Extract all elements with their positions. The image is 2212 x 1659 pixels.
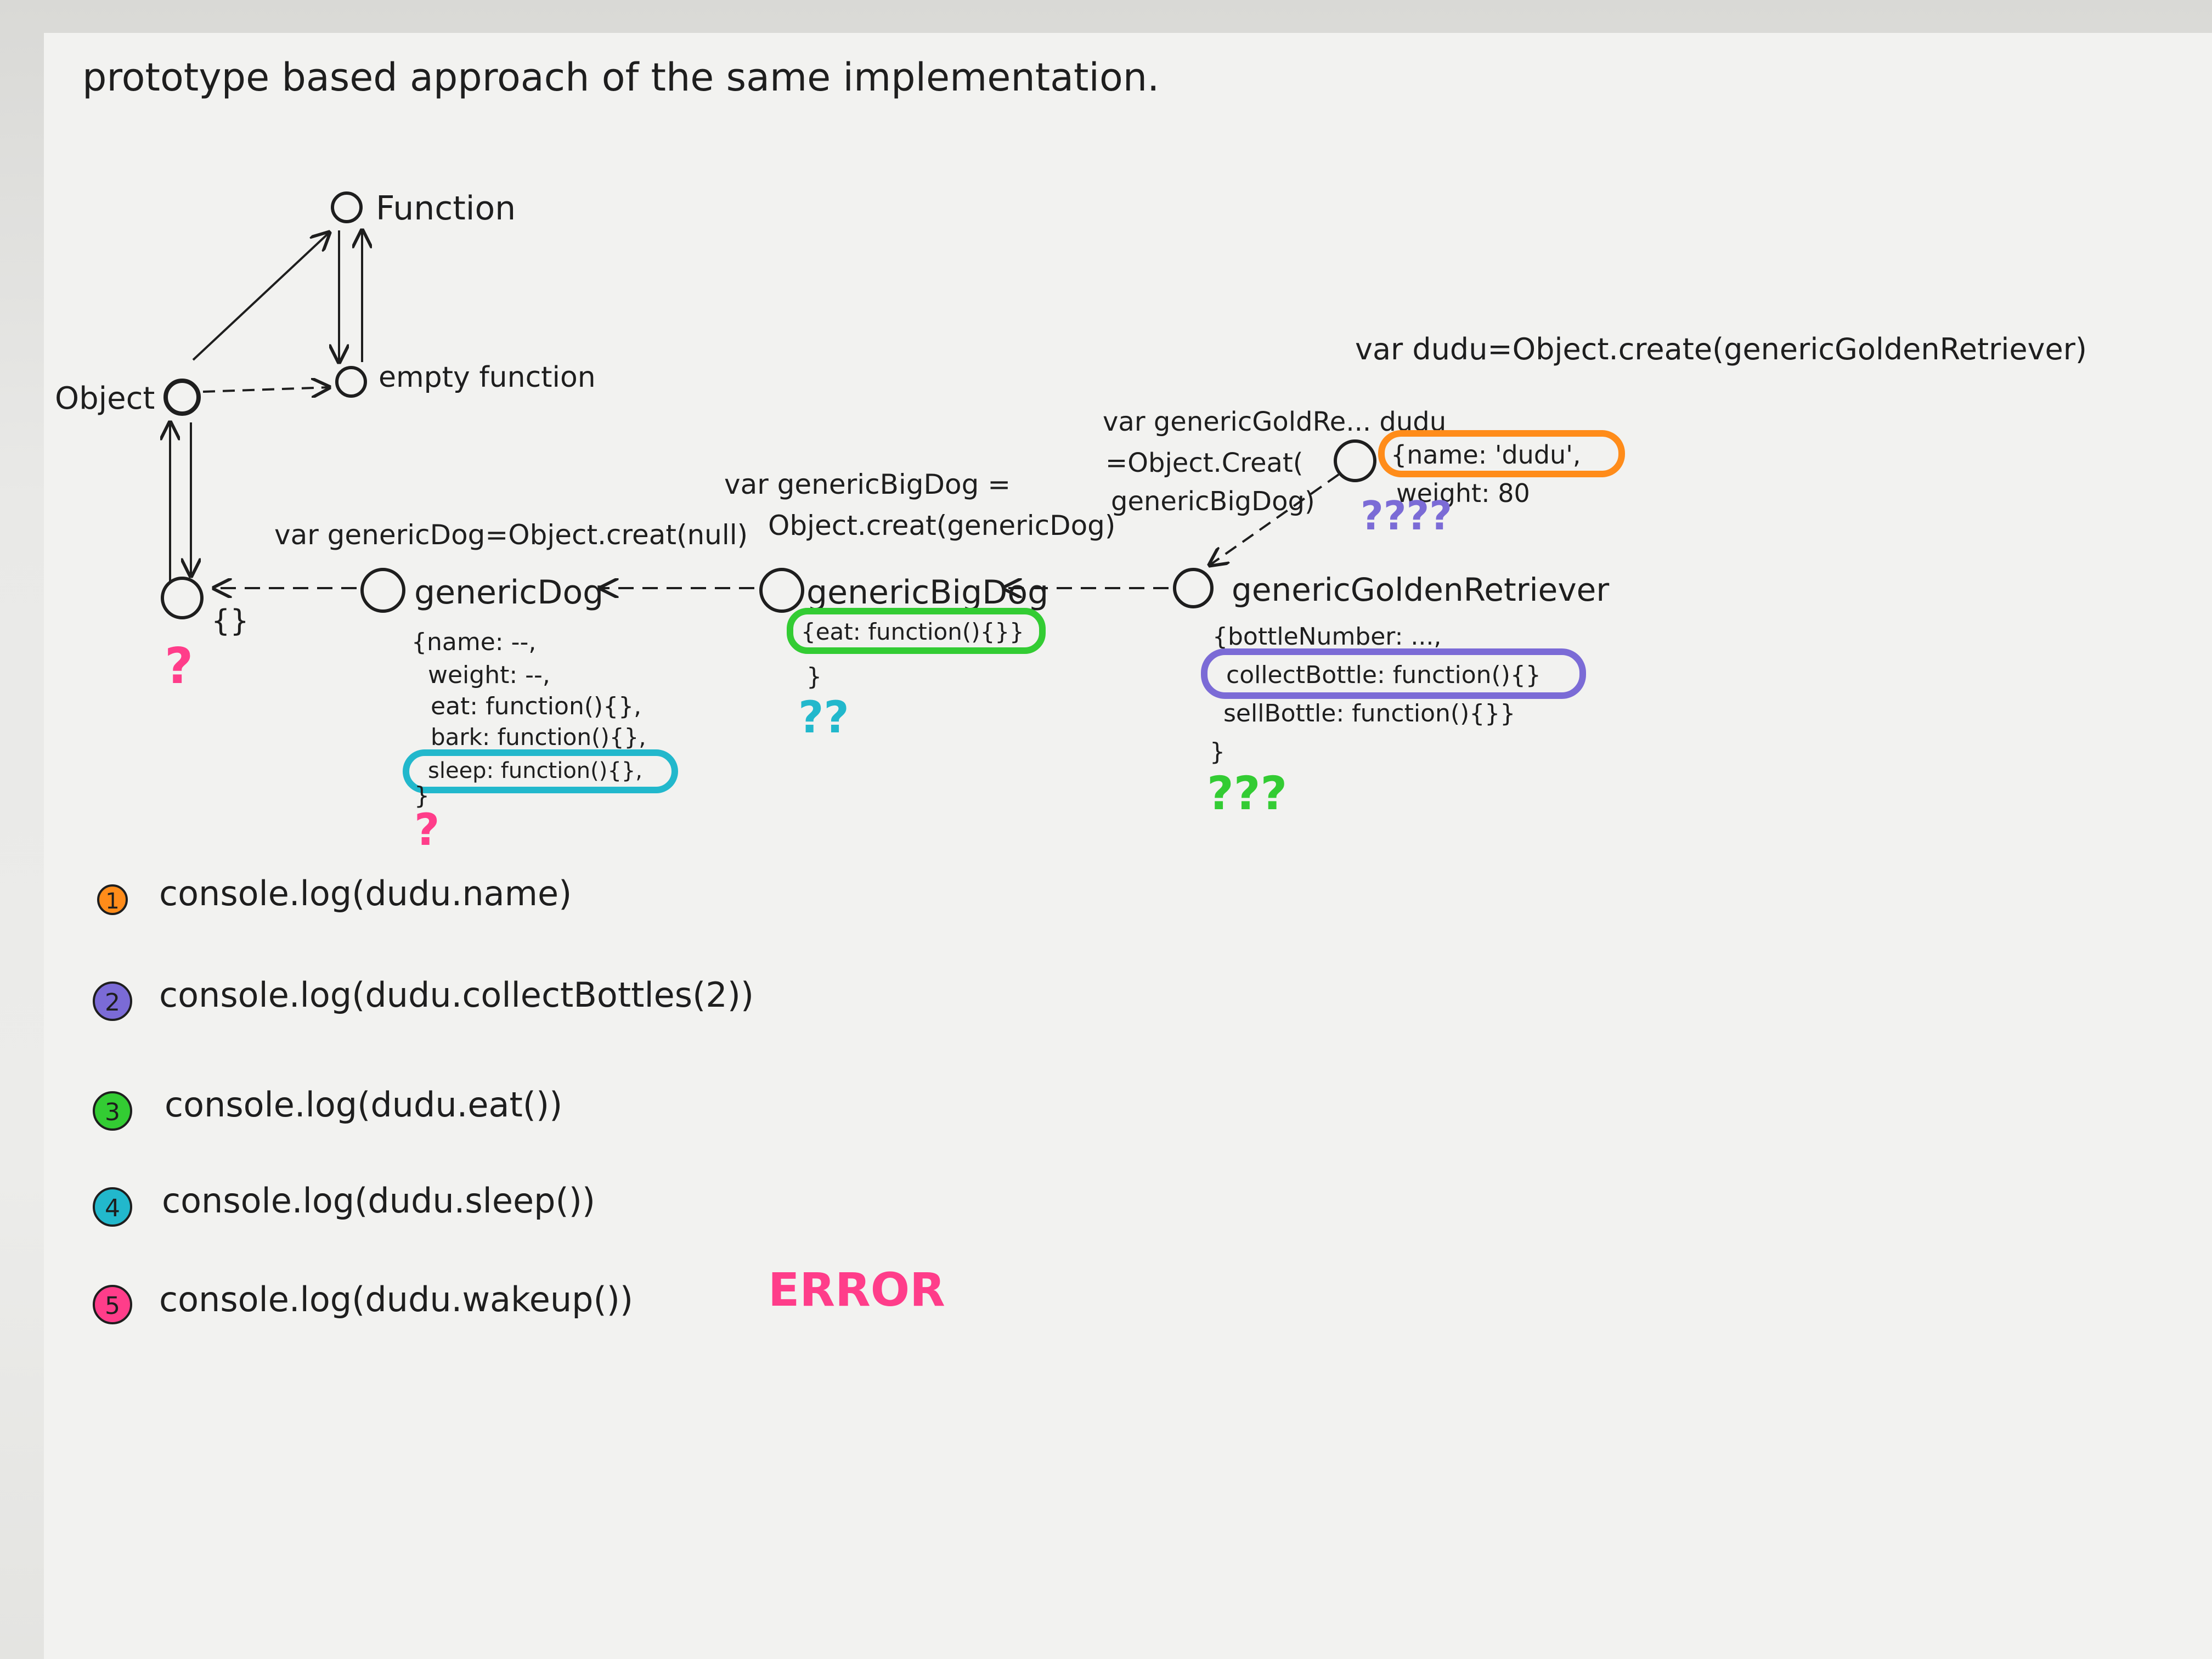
question-2-text: console.log(dudu.collectBottles(2)) — [159, 975, 754, 1015]
question-4-number: 4 — [105, 1194, 120, 1222]
page-title: prototype based approach of the same imp… — [82, 55, 1159, 100]
function-label: Function — [376, 189, 516, 228]
generic-dog-prop-5: sleep: function(){}, — [428, 758, 642, 783]
name-highlight-orange — [1378, 430, 1625, 477]
generic-big-dog-label: genericBigDog — [806, 573, 1048, 612]
golden-prop-1: {bottleNumber: ..., — [1212, 623, 1441, 651]
collect-bottle-highlight-purple — [1201, 648, 1586, 699]
generic-golden-retriever-node — [1173, 568, 1214, 608]
object-node — [163, 379, 201, 416]
paper-background — [44, 33, 2212, 1659]
question-2-badge — [93, 981, 132, 1021]
generic-dog-prop-1: {name: --, — [411, 628, 536, 656]
question-5-number: 5 — [105, 1292, 120, 1320]
generic-golden-retriever-label: genericGoldenRetriever — [1232, 571, 1609, 608]
question-3-number: 3 — [105, 1098, 120, 1126]
object-label: Object — [55, 381, 155, 416]
object-prototype-label: {} — [211, 603, 249, 638]
generic-dog-declaration: var genericDog=Object.creat(null) — [274, 519, 748, 551]
generic-big-dog-prop-close: } — [806, 663, 822, 691]
question-4-text: console.log(dudu.sleep()) — [162, 1181, 595, 1221]
generic-dog-question: ? — [414, 804, 439, 855]
golden-prop-3: sellBottle: function(){}} — [1223, 699, 1515, 727]
generic-dog-prop-2: weight: --, — [428, 661, 550, 689]
question-5-text: console.log(dudu.wakeup()) — [159, 1279, 633, 1319]
generic-big-dog-declaration-2: Object.creat(genericDog) — [768, 510, 1115, 541]
empty-function-node — [335, 366, 367, 398]
question-4-badge — [93, 1187, 132, 1227]
dudu-prop-2: weight: 80 — [1396, 478, 1530, 508]
generic-big-dog-node — [759, 568, 804, 613]
sleep-highlight-teal — [403, 749, 678, 793]
question-1-badge — [97, 884, 128, 915]
golden-declaration-2: =Object.Creat( — [1105, 448, 1304, 478]
golden-declaration-1: var genericGoldRe... dudu — [1103, 407, 1446, 437]
generic-dog-prop-close: } — [414, 782, 430, 810]
generic-big-dog-declaration-1: var genericBigDog = — [724, 469, 1011, 500]
dudu-to-golden-arrow — [1210, 473, 1340, 565]
object-to-function-arrow — [192, 233, 329, 361]
object-to-empty-arrow — [202, 387, 329, 392]
generic-big-dog-question: ?? — [798, 692, 849, 743]
question-list: 1 console.log(dudu.name) 2 console.log(d… — [93, 873, 945, 1324]
question-3-badge — [93, 1091, 132, 1131]
object-prototype-node — [161, 577, 204, 619]
question-1-text: console.log(dudu.name) — [159, 873, 572, 913]
generic-dog-prop-4: bark: function(){}, — [431, 724, 646, 751]
golden-prop-close: } — [1210, 738, 1225, 766]
empty-function-label: empty function — [379, 361, 596, 394]
object-prototype-question: ? — [165, 637, 193, 695]
golden-question: ??? — [1207, 766, 1287, 820]
golden-declaration-3: genericBigDog) — [1111, 486, 1315, 517]
generic-big-dog-prop-1: {eat: function(){}} — [801, 618, 1024, 645]
error-label: ERROR — [768, 1263, 945, 1317]
generic-dog-label: genericDog — [414, 573, 603, 612]
dudu-prop-1: {name: 'dudu', — [1391, 440, 1581, 470]
question-5-badge — [93, 1285, 132, 1324]
generic-dog-node — [360, 568, 405, 613]
dudu-declaration: var dudu=Object.create(genericGoldenRetr… — [1355, 332, 2087, 366]
question-2-number: 2 — [105, 989, 120, 1017]
dudu-node — [1334, 439, 1376, 482]
function-node — [331, 191, 363, 223]
question-1-number: 1 — [105, 889, 119, 914]
golden-prop-2: collectBottle: function(){} — [1226, 661, 1541, 689]
eat-highlight-green — [787, 608, 1046, 654]
question-3-text: console.log(dudu.eat()) — [165, 1085, 562, 1125]
dudu-question: ???? — [1361, 493, 1452, 539]
generic-dog-prop-3: eat: function(){}, — [431, 692, 641, 720]
